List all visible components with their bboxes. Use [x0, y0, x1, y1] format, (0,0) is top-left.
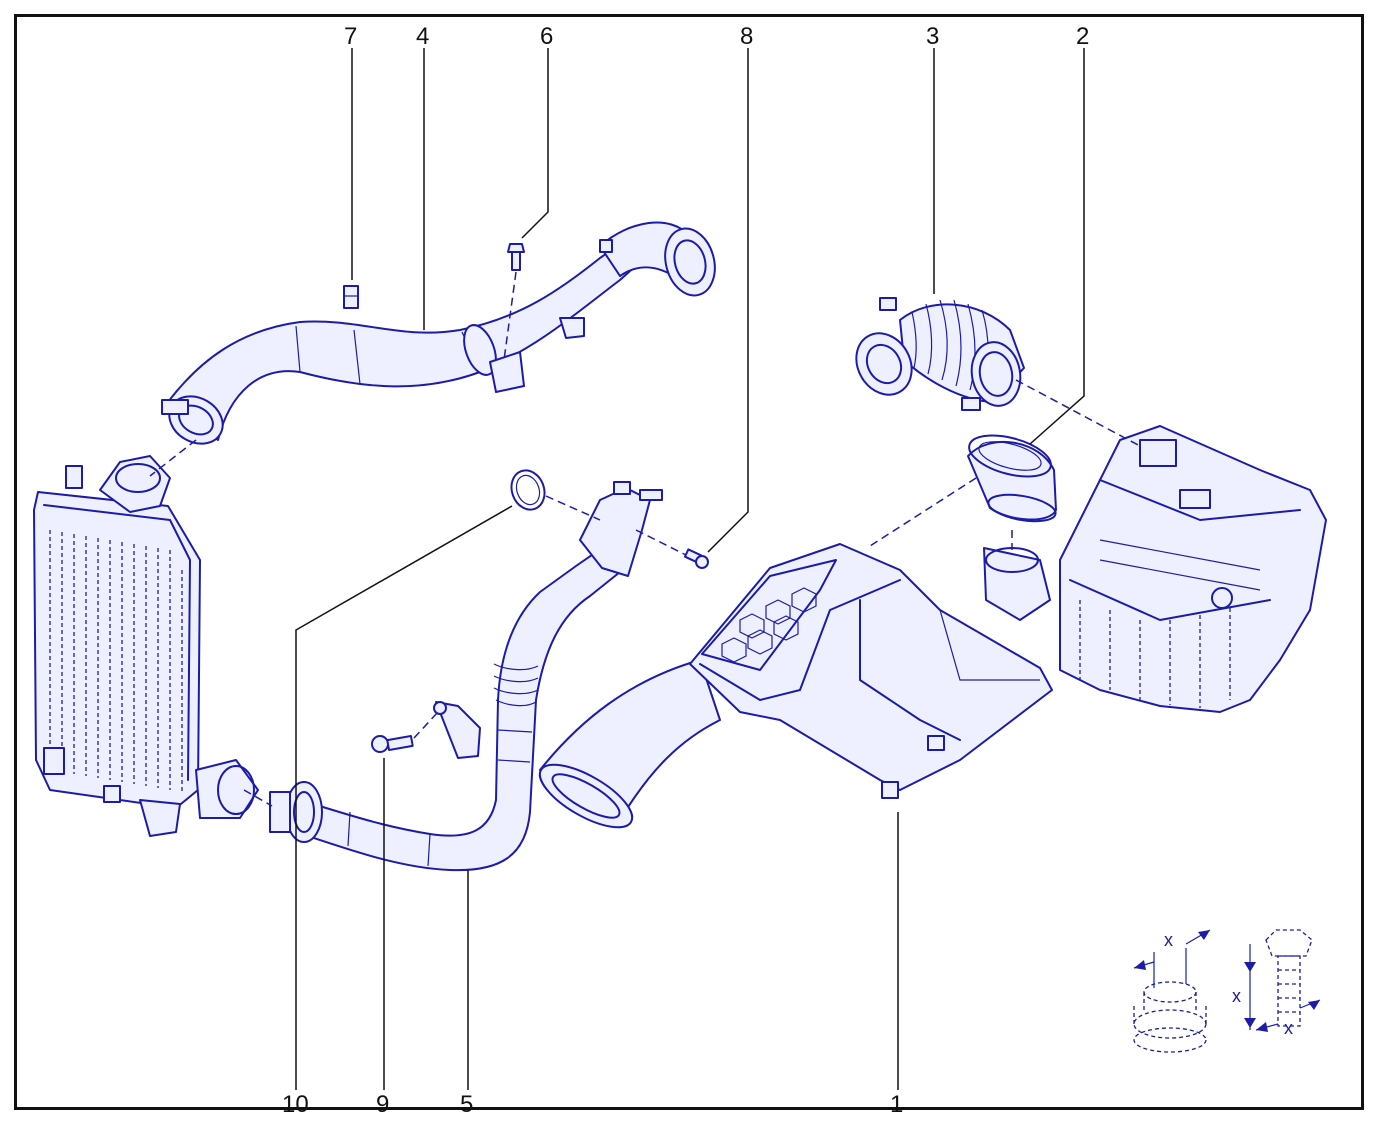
- dim-label-bolt-width: x: [1284, 1018, 1293, 1038]
- callout-9: 9: [376, 1091, 389, 1118]
- bellows-hose: [855, 297, 1141, 447]
- callout-8: 8: [740, 23, 753, 50]
- intercooler: [33, 455, 259, 837]
- callout-4: 4: [416, 23, 429, 50]
- upper-air-pipe: [149, 221, 716, 477]
- dim-label-bolt-length: x: [1232, 986, 1241, 1006]
- callout-leaders: [295, 48, 1085, 1090]
- o-ring: [510, 469, 601, 521]
- clip: [343, 285, 359, 309]
- callout-10: 10: [282, 1091, 309, 1118]
- tightening-legend: x x x: [1133, 929, 1321, 1053]
- callout-5: 5: [460, 1091, 473, 1118]
- diagram-frame: [14, 14, 1364, 1110]
- callout-7: 7: [344, 23, 357, 50]
- lower-air-pipe: [243, 481, 663, 872]
- air-intake-duct: [538, 543, 1053, 829]
- callout-6: 6: [540, 23, 553, 50]
- air-filter-housing: [983, 425, 1327, 713]
- bolt-lower: [371, 711, 439, 753]
- bolt-middle: [635, 529, 709, 569]
- callout-1: 1: [890, 1091, 903, 1118]
- bolt-upper: [503, 243, 525, 361]
- rubber-seal: [869, 434, 1057, 547]
- callout-labels: 7 4 6 8 3 2 10 9 5 1: [282, 23, 1089, 1118]
- dim-label-nut: x: [1164, 930, 1173, 950]
- callout-3: 3: [926, 23, 939, 50]
- callout-2: 2: [1076, 23, 1089, 50]
